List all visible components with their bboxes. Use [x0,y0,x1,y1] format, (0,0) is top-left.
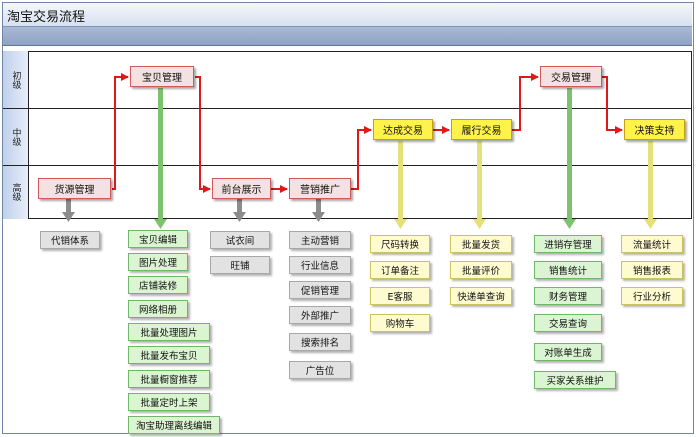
gray-arrow [62,199,75,222]
node-deal-fulfillment: 履行交易 [451,119,512,140]
detail-item-decision: 行业分析 [621,287,683,305]
lane-label-basic: 初级 [10,70,21,89]
node-decision-support: 决策支持 [624,119,685,140]
node-storefront-display: 前台展示 [212,178,271,199]
detail-item-baobei: 店铺装修 [128,276,188,294]
lane-separator [3,108,692,109]
detail-item-transaction: 财务管理 [534,287,602,305]
detail-item-deal: 尺码转换 [370,235,430,253]
detail-item-baobei: 淘宝助理离线编辑 [128,416,220,434]
yellow-arrow [644,141,657,229]
node-deal-completion: 达成交易 [373,119,433,140]
detail-item-fulfillment: 批量评价 [450,261,512,279]
header-band [3,27,692,46]
lane-label-column [3,51,29,219]
main-flow-arrows [112,73,623,193]
detail-item-marketing: 搜索排名 [289,333,351,351]
gray-arrow [233,199,246,222]
detail-item-marketing: 广告位 [289,361,351,379]
flow-arrow [351,126,372,190]
detail-item-transaction: 进销存管理 [534,235,602,253]
diagram-title: 淘宝交易流程 [7,10,86,25]
detail-item-baobei: 批量处理图片 [128,323,210,341]
node-transaction-management: 交易管理 [540,66,602,87]
detail-item-deal: 购物车 [370,314,430,332]
detail-item-deal: 订单备注 [370,261,430,279]
detail-item-decision: 流量统计 [621,235,683,253]
detail-item-baobei: 批量橱窗推荐 [128,370,210,388]
detail-item-marketing: 行业信息 [289,256,351,274]
detail-item-marketing: 促销管理 [289,281,351,299]
detail-item-deal: E客服 [370,287,430,305]
detail-arrows [62,88,657,229]
detail-item-fulfillment: 批量发货 [450,235,512,253]
detail-item-source: 代销体系 [40,231,100,249]
node-source-management: 货源管理 [38,178,111,199]
detail-item-baobei: 宝贝编辑 [128,230,188,248]
lane-label-intermediate: 中级 [10,127,21,146]
detail-item-marketing: 主动营销 [289,231,351,249]
detail-item-transaction: 交易查询 [534,314,602,332]
detail-item-storefront: 试衣间 [210,231,270,249]
detail-item-transaction: 买家关系维护 [534,371,616,389]
detail-item-marketing: 外部推广 [289,306,351,324]
title-bar: 淘宝交易流程 [3,3,692,27]
yellow-arrow [473,141,486,229]
detail-item-decision: 销售报表 [621,261,683,279]
detail-item-baobei: 批量定时上架 [128,393,210,411]
flow-arrow [112,73,129,190]
green-arrow [154,88,167,229]
detail-item-fulfillment: 快递单查询 [450,287,512,305]
node-marketing-promotion: 营销推广 [289,178,351,199]
lane-label-advanced: 高级 [10,183,21,201]
detail-item-transaction: 对账单生成 [534,343,602,361]
detail-item-storefront: 旺铺 [210,256,270,274]
node-baobei-management: 宝贝管理 [130,66,194,87]
yellow-arrow [394,141,407,229]
gray-arrow [312,199,325,222]
detail-item-baobei: 批量发布宝贝 [128,346,210,364]
flow-arrow [602,76,623,134]
detail-item-baobei: 图片处理 [128,253,188,271]
green-arrow [563,88,576,229]
flow-arrow [195,76,211,193]
detail-item-baobei: 网络相册 [128,300,188,318]
flow-arrow [512,73,539,131]
lane-separator [3,165,692,166]
detail-item-transaction: 销售统计 [534,261,602,279]
